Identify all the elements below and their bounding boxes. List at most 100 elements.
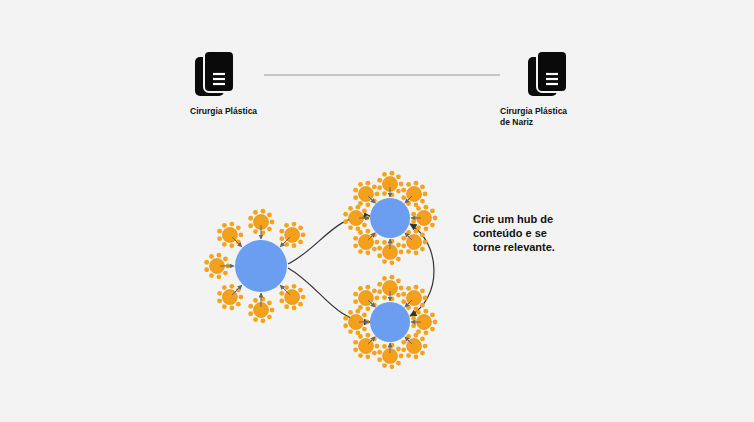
content-dot — [348, 206, 353, 211]
hub-link — [288, 268, 370, 322]
cluster-arrow — [390, 343, 391, 353]
content-dot — [430, 223, 435, 228]
cluster-arrow — [368, 300, 375, 307]
cluster-arrow — [232, 237, 242, 247]
cluster-arrow — [232, 285, 242, 295]
content-clusters — [204, 171, 437, 369]
content-dot — [353, 195, 358, 200]
content-dot — [375, 240, 380, 245]
cluster-arrow — [359, 322, 369, 323]
content-dot — [423, 240, 428, 245]
content-dot — [423, 296, 428, 301]
cluster-arrow — [411, 322, 421, 323]
content-dot — [372, 288, 377, 293]
document-label: Cirurgia Plástica — [190, 106, 264, 117]
content-dot — [270, 308, 275, 313]
content-dot — [424, 205, 429, 210]
content-dot — [372, 184, 377, 189]
content-dot — [430, 313, 435, 318]
content-dot — [267, 315, 272, 320]
content-dot — [279, 298, 284, 303]
hub-circle — [370, 198, 410, 238]
document-icon — [527, 50, 569, 98]
content-dot — [362, 313, 367, 318]
content-dot — [248, 223, 253, 228]
content-dot — [430, 327, 435, 332]
content-dot — [420, 184, 425, 189]
cluster-arrow — [390, 291, 391, 301]
content-dot — [292, 284, 297, 289]
content-dot — [382, 295, 387, 300]
content-dot — [375, 344, 380, 349]
content-dot — [223, 271, 228, 276]
content-cluster — [248, 293, 274, 323]
content-dot — [298, 302, 303, 307]
content-dot — [261, 209, 266, 214]
content-dot — [424, 309, 429, 314]
content-cluster — [343, 205, 369, 231]
content-dot — [217, 253, 222, 258]
content-dot — [424, 226, 429, 231]
cluster-arrow — [405, 196, 412, 203]
content-dot — [353, 243, 358, 248]
content-dot — [396, 175, 401, 180]
cluster-arrow — [411, 218, 421, 219]
content-dot — [358, 182, 363, 187]
content-dot — [414, 354, 419, 359]
content-dot — [348, 329, 353, 334]
content-dot — [229, 243, 234, 248]
content-cluster — [279, 284, 305, 310]
content-dot — [217, 229, 222, 234]
content-dot — [382, 172, 387, 177]
content-dot — [238, 232, 243, 237]
cluster-arrow — [368, 337, 375, 344]
content-cluster — [377, 239, 403, 265]
content-dot — [382, 240, 387, 245]
cluster-arrow — [405, 300, 412, 307]
content-dot — [253, 317, 258, 322]
document-label: Cirurgia Plástica de Nariz — [500, 106, 578, 128]
content-cluster — [401, 285, 427, 311]
content-dot — [401, 347, 406, 352]
content-dot — [279, 236, 284, 241]
content-cluster — [377, 275, 403, 301]
content-dot — [430, 209, 435, 214]
content-dot — [356, 205, 361, 210]
content-dot — [229, 222, 234, 227]
content-dot — [420, 247, 425, 252]
content-dot — [382, 363, 387, 368]
content-dot — [420, 303, 425, 308]
content-dot — [204, 260, 209, 265]
cluster-arrow — [390, 239, 391, 249]
content-cluster — [248, 209, 274, 239]
content-dot — [284, 223, 289, 228]
content-dot — [217, 274, 222, 279]
content-dot — [382, 191, 387, 196]
content-dot — [396, 243, 401, 248]
content-dot — [292, 306, 297, 311]
content-cluster — [204, 253, 234, 279]
content-dot — [406, 286, 411, 291]
content-dot — [365, 229, 370, 234]
content-dot — [253, 210, 258, 215]
content-dot — [396, 189, 401, 194]
content-dot — [377, 185, 382, 190]
content-dot — [267, 301, 272, 306]
content-cluster — [411, 205, 437, 231]
content-dot — [365, 333, 370, 338]
content-dot — [248, 311, 253, 316]
content-cluster — [353, 181, 379, 207]
content-dot — [411, 316, 416, 321]
content-dot — [217, 298, 222, 303]
content-dot — [411, 323, 416, 328]
content-dot — [372, 247, 377, 252]
content-dot — [261, 318, 266, 323]
content-dot — [414, 333, 419, 338]
content-cluster — [401, 229, 427, 255]
content-dot — [356, 330, 361, 335]
content-cluster — [401, 333, 427, 359]
content-cluster — [353, 333, 379, 359]
content-dot — [420, 233, 425, 238]
content-dot — [396, 293, 401, 298]
content-dot — [365, 354, 370, 359]
